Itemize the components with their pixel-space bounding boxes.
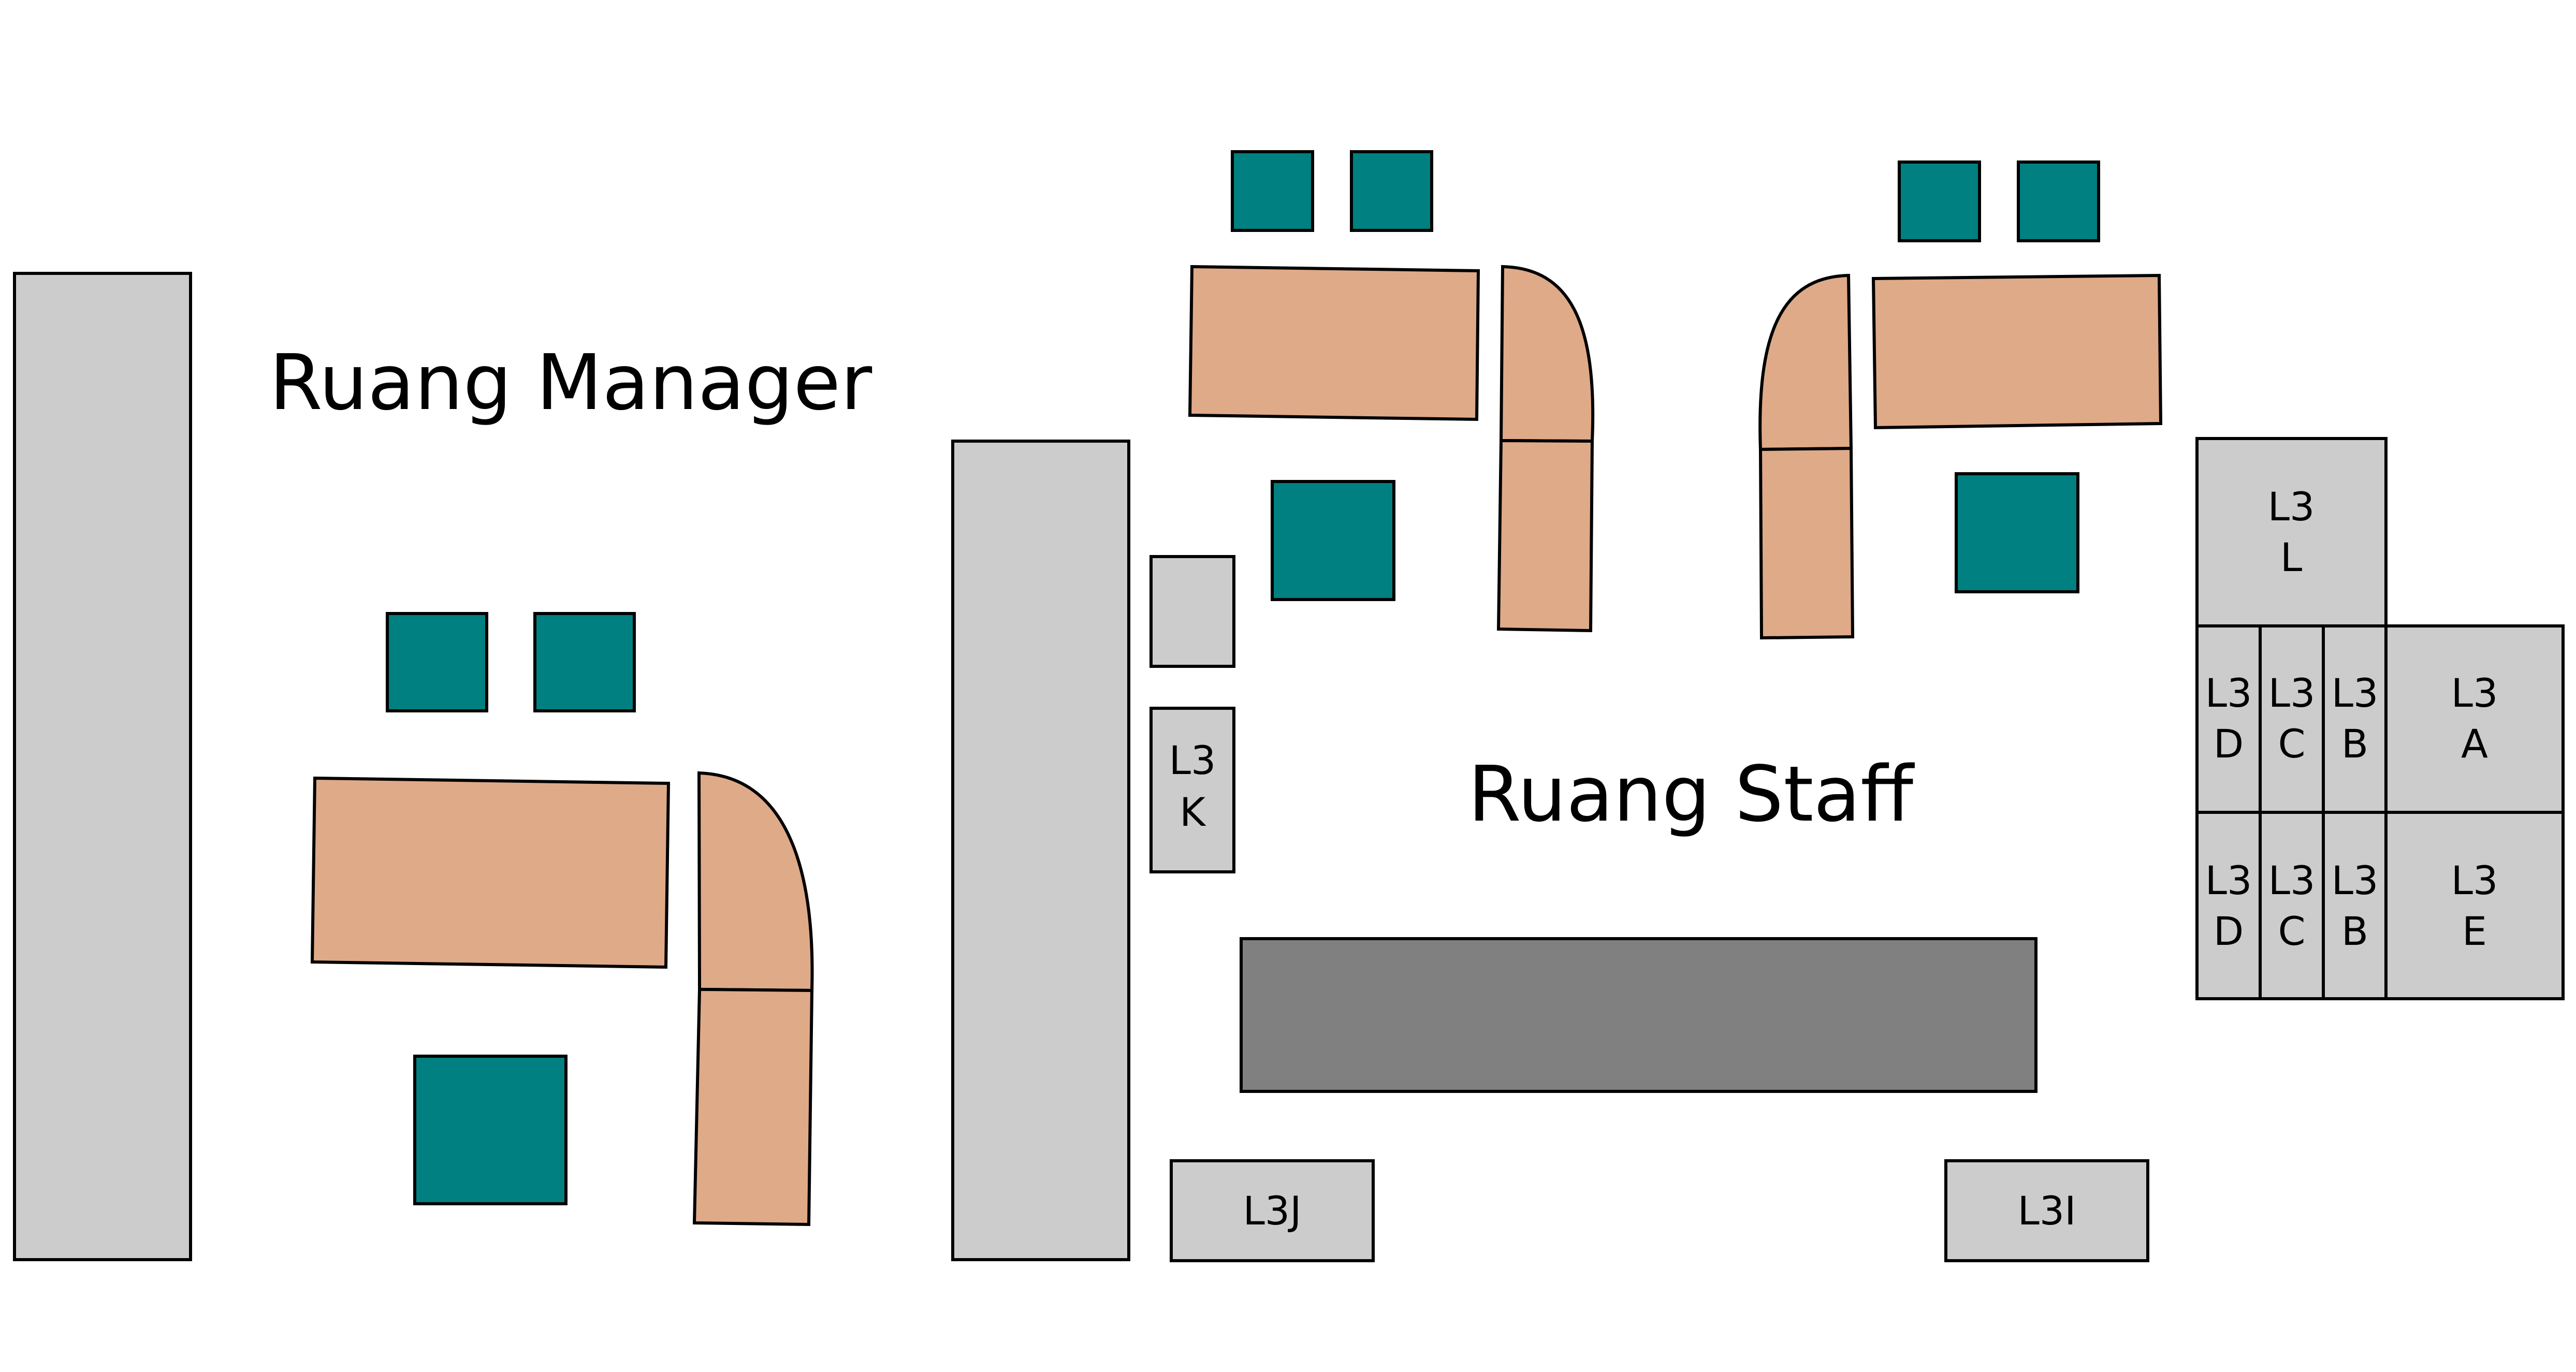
staff-desk-2 [1871,273,2163,430]
meeting-table [1240,937,2037,1093]
small-cabinet [1149,555,1235,668]
staff-desk-1-curved-return [1499,265,1595,443]
staff-chair-6 [1955,472,2079,593]
cabinet-L3C-lower: L3 C [2259,811,2325,1000]
staff-desk-1 [1188,265,1480,421]
cabinet-L3J-label: L3J [1243,1188,1301,1234]
staff-chair-1 [1231,150,1314,232]
cabinet-L3I: L3I [1944,1159,2149,1262]
cabinet-L3L: L3 L [2195,437,2388,627]
cabinet-L3A-line1: L3 [2451,670,2498,716]
cabinet-L3D-lower-line2: D [2214,908,2244,954]
cabinet-L3C-lower-line1: L3 [2268,857,2316,903]
cabinet-L3B-upper: L3 B [2322,624,2388,814]
staff-desk-1-return [1496,439,1594,633]
cabinet-L3K: L3 K [1149,707,1235,873]
cabinet-L3C-upper: L3 C [2259,624,2325,814]
cabinet-L3B-upper-line2: B [2341,721,2368,767]
cabinet-L3E-line2: E [2462,908,2487,954]
cabinet-L3D-upper: L3 D [2195,624,2262,814]
cabinet-L3B-lower-line1: L3 [2332,857,2379,903]
staff-desk-2-return [1758,446,1855,640]
manager-wall-shelf [13,272,192,1261]
cabinet-L3B-upper-line1: L3 [2332,670,2379,716]
cabinet-L3L-line2: L [2280,534,2302,580]
cabinet-L3B-lower-line2: B [2341,908,2368,954]
manager-desk [310,776,671,969]
cabinet-L3J: L3J [1170,1159,1375,1262]
cabinet-L3D-lower-line1: L3 [2205,857,2252,903]
manager-desk-curved-return [697,771,814,992]
manager-desk-return [692,987,814,1227]
cabinet-L3C-upper-line1: L3 [2268,670,2316,716]
manager-chair-3 [413,1055,567,1205]
cabinet-L3A: L3 A [2384,624,2565,814]
cabinet-L3D-lower: L3 D [2195,811,2262,1000]
cabinet-L3K-line1: L3 [1169,737,1216,783]
cabinet-L3C-upper-line2: C [2278,721,2305,767]
manager-chair-2 [533,612,636,712]
manager-chair-1 [386,612,488,712]
cabinet-L3D-upper-line2: D [2214,721,2244,767]
cabinet-L3C-lower-line2: C [2278,908,2305,954]
staff-chair-5 [2017,160,2100,242]
staff-wall-shelf [951,440,1130,1261]
staff-chair-3 [1271,480,1395,601]
room-label-staff: Ruang Staff [1468,750,1915,839]
cabinet-L3B-lower: L3 B [2322,811,2388,1000]
staff-chair-4 [1898,160,1981,242]
staff-desk-2-curved-return [1758,273,1853,451]
room-label-manager: Ruang Manager [269,338,872,427]
cabinet-L3K-line2: K [1180,789,1206,835]
staff-chair-2 [1350,150,1433,232]
cabinet-L3E: L3 E [2384,811,2565,1000]
cabinet-L3D-upper-line1: L3 [2205,670,2252,716]
cabinet-L3A-line2: A [2461,721,2488,767]
cabinet-L3E-line1: L3 [2451,857,2498,903]
cabinet-L3I-label: L3I [2017,1188,2076,1234]
cabinet-L3L-line1: L3 [2268,484,2315,530]
